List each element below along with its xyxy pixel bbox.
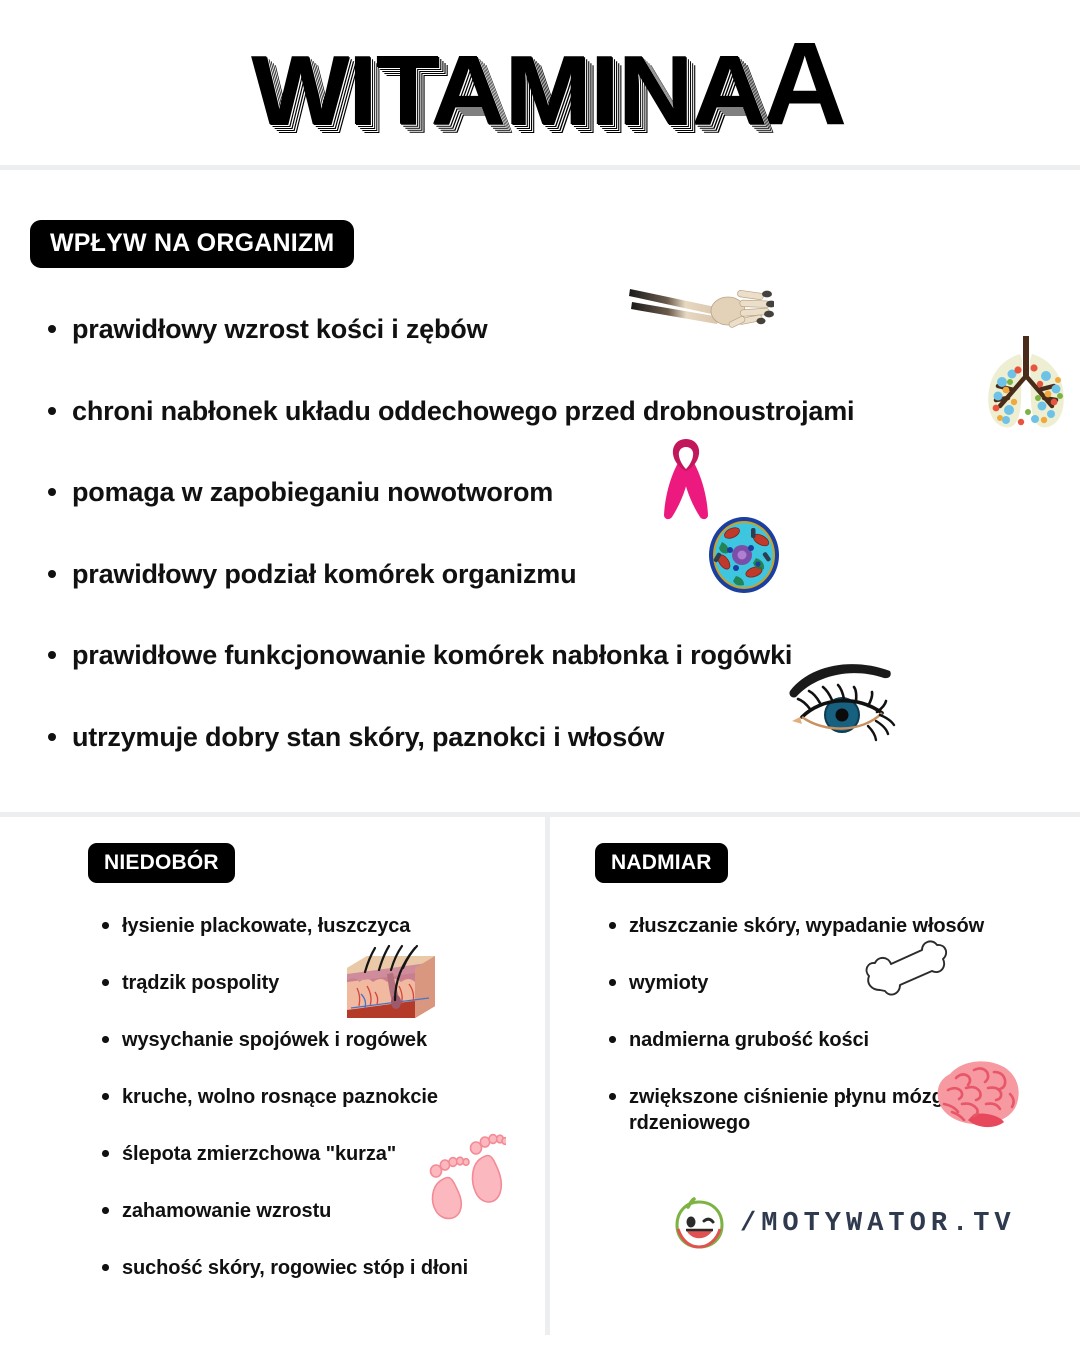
list-item: chroni nabłonek układu oddechowego przed… (30, 394, 1080, 429)
list-item: suchość skóry, rogowiec stóp i dłoni (88, 1255, 545, 1281)
main-section-heading: WPŁYW NA ORGANIZM (30, 220, 355, 268)
logo-text: /MOTYWATOR.TV (740, 1209, 1016, 1239)
main-section: WPŁYW NA ORGANIZM prawidłowy wzrost kośc… (0, 168, 1080, 812)
main-bullet-list: prawidłowy wzrost kości i zębów chroni n… (30, 312, 1080, 754)
pink-ribbon-icon (664, 439, 708, 520)
list-item: prawidłowe funkcjonowanie komórek nabłon… (30, 638, 1080, 673)
deficiency-heading: NIEDOBÓR (88, 843, 235, 883)
title-vitamin-letter: A (762, 18, 848, 150)
smiley-logo-icon (675, 1197, 724, 1249)
list-item: prawidłowy podział komórek organizmu (30, 557, 1080, 592)
list-item: kruche, wolno rosnące paznokcie (88, 1084, 545, 1110)
animal-cell-icon (709, 517, 779, 593)
title-band: WITAMINA A (0, 0, 1080, 168)
list-item: prawidłowy wzrost kości i zębów (30, 312, 1080, 347)
list-item: wysychanie spojówek i rogówek (88, 1027, 545, 1053)
list-item: pomaga w zapobieganiu nowotworom (30, 475, 1080, 510)
divider-top (0, 165, 1080, 170)
brain-icon (937, 1061, 1019, 1128)
excess-list: złuszczanie skóry, wypadanie włosów wymi… (595, 913, 1080, 1136)
list-item: złuszczanie skóry, wypadanie włosów (595, 913, 1080, 939)
list-item: łysienie plackowate, łuszczyca (88, 913, 545, 939)
footer-logo[interactable]: /MOTYWATOR.TV (672, 1197, 1016, 1251)
eye-icon (789, 664, 896, 742)
excess-column: NADMIAR złuszczanie skóry, wypadanie wło… (545, 817, 1080, 1350)
list-item: trądzik pospolity (88, 970, 545, 996)
divider-vertical (545, 817, 550, 1335)
footprints-icon (429, 1133, 506, 1220)
lungs-tree-icon (988, 336, 1064, 428)
list-item: wymioty (595, 970, 1080, 996)
list-item: utrzymuje dobry stan skóry, paznokci i w… (30, 720, 1080, 755)
bottom-section: NIEDOBÓR łysienie plackowate, łuszczyca … (0, 817, 1080, 1350)
bone-icon (865, 940, 948, 996)
list-item: nadmierna grubość kości (595, 1027, 1080, 1053)
list-item: zahamowanie wzrostu (88, 1198, 545, 1224)
divider-middle (0, 812, 1080, 817)
page-title: WITAMINA A (233, 25, 848, 143)
deficiency-column: NIEDOBÓR łysienie plackowate, łuszczyca … (0, 817, 545, 1350)
deficiency-list: łysienie plackowate, łuszczyca trądzik p… (88, 913, 545, 1281)
hand-bones-icon (629, 289, 774, 328)
skin-cross-section-icon (347, 944, 435, 1018)
excess-heading: NADMIAR (595, 843, 728, 883)
list-item: ślepota zmierzchowa "kurza" (88, 1141, 545, 1167)
list-item: zwiększone ciśnienie płynu mózgowo- rdze… (595, 1084, 1080, 1136)
title-main-text: WITAMINA (250, 35, 767, 145)
